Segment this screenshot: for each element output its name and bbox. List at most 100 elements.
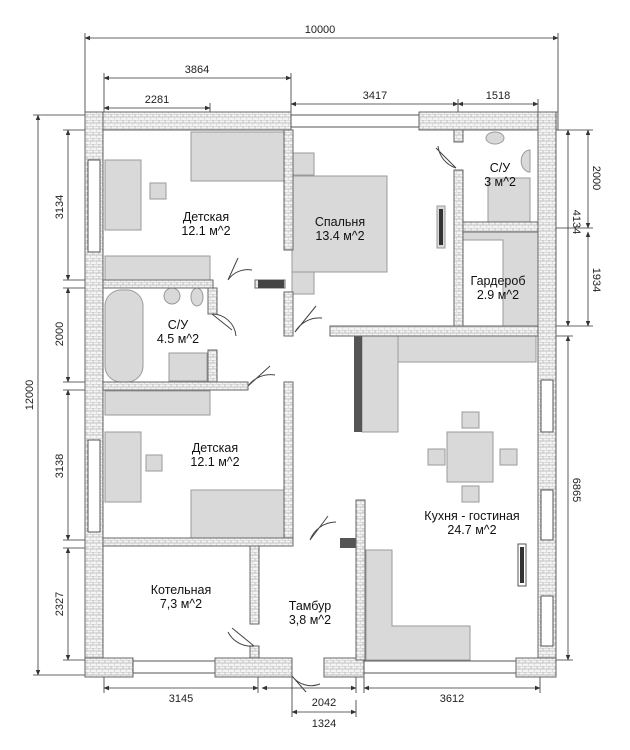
dim-bottom-1324: 1324: [312, 718, 336, 730]
stair-strip: [258, 280, 284, 288]
dimension-lines: [33, 33, 593, 717]
dim-left-2000: 2000: [54, 322, 66, 346]
door-bathsmall-swing: [435, 145, 457, 169]
kitchen-counter: [361, 335, 399, 433]
room-area-wardrobe: 2.9 м^2: [477, 288, 519, 302]
wall-bottom-left: [84, 657, 134, 678]
wall-bottom-mid: [214, 657, 293, 678]
dim-top-1518: 1518: [486, 90, 510, 102]
chair: [461, 485, 480, 503]
window-bottom-2: [363, 660, 517, 674]
walls: [84, 111, 559, 678]
dining-table: [446, 431, 494, 483]
wall-kids1-bottom: [102, 279, 214, 289]
dim-left-3134: 3134: [54, 195, 66, 219]
room-area-kids1: 12.1 м^2: [181, 224, 230, 238]
bed: [291, 175, 388, 273]
dim-bottom-3145: 3145: [169, 693, 193, 705]
room-name-bathsmall: С/У: [490, 161, 511, 175]
wall-kids2-bottom: [102, 537, 294, 547]
dim-left-3138: 3138: [54, 454, 66, 478]
nightstand: [291, 271, 315, 295]
room-name-kitchen: Кухня - гостиная: [424, 509, 519, 523]
window-right-2: [540, 489, 554, 541]
wall-boiler-right-low: [249, 645, 260, 659]
dim-total-height: 12000: [24, 380, 36, 411]
sink: [520, 149, 531, 173]
room-name-vestibule: Тамбур: [289, 599, 331, 613]
room-name-kids2: Детская: [192, 441, 238, 455]
dim-right-2000: 2000: [590, 166, 602, 190]
room-labels: Детская 12.1 м^2 Спальня 13.4 м^2 С/У 3 …: [151, 161, 526, 627]
wall-bottom-entry: [323, 657, 365, 678]
sink: [163, 287, 181, 305]
nightstand: [291, 152, 315, 176]
dim-left-2327: 2327: [54, 592, 66, 616]
window-top: [290, 114, 420, 128]
radiator-inner: [520, 547, 524, 583]
room-area-vestibule: 3,8 м^2: [289, 613, 331, 627]
stove-strip: [354, 336, 362, 432]
wall-boiler-right: [249, 545, 260, 625]
wall-bedroom-left-low: [283, 291, 294, 337]
dim-top-3864: 3864: [185, 64, 209, 76]
dim-top-2281: 2281: [145, 94, 169, 106]
chair: [427, 448, 446, 466]
door-kids1-swing: [227, 257, 253, 281]
door-entry-swing: [291, 675, 321, 693]
chair: [499, 448, 518, 466]
washing-machine: [168, 352, 208, 382]
dim-right-4134: 4134: [570, 210, 582, 234]
dim-top-3417: 3417: [363, 90, 387, 102]
room-name-bath: С/У: [168, 318, 189, 332]
wall-vestibule-right: [355, 499, 366, 661]
room-area-kitchen: 24.7 м^2: [447, 523, 496, 537]
wall-bathsmall-left: [453, 169, 464, 327]
room-name-bedroom: Спальня: [315, 215, 365, 229]
bed: [190, 489, 286, 539]
window-right-3: [540, 595, 554, 647]
wall-bedroom-left: [283, 129, 294, 251]
sofa: [365, 549, 471, 661]
chair: [149, 182, 167, 200]
room-name-boiler: Котельная: [151, 583, 212, 597]
bathtub: [104, 289, 144, 383]
door-bedroom-swing: [294, 305, 323, 333]
dimension-labels: 10000 3864 2281 3417 1518 12000 3134 200…: [24, 24, 602, 730]
desk: [104, 255, 211, 281]
door-kids2-swing: [247, 365, 276, 387]
dim-bottom-3612: 3612: [440, 693, 464, 705]
doors: [211, 145, 457, 693]
door-bath-swing: [211, 313, 237, 337]
toilet: [190, 287, 204, 307]
wardrobe-cabinet: [104, 431, 142, 503]
door-boiler-swing: [227, 627, 255, 647]
room-area-kids2: 12.1 м^2: [190, 455, 239, 469]
window-left-1: [87, 159, 101, 253]
wall-bathsmall-bottom: [462, 221, 539, 233]
room-area-bathsmall: 3 м^2: [484, 175, 516, 189]
chair: [145, 454, 163, 472]
window-left-2: [87, 439, 101, 533]
dim-total-width: 10000: [305, 24, 336, 36]
shower-tray: [487, 177, 531, 223]
radiator-inner: [439, 209, 443, 245]
room-area-boiler: 7,3 м^2: [160, 597, 202, 611]
vestibule-fixture: [340, 538, 356, 548]
dim-bottom-2042: 2042: [312, 697, 336, 709]
room-area-bath: 4.5 м^2: [157, 332, 199, 346]
wall-bath-right: [207, 287, 218, 315]
wall-bath-bottom: [102, 381, 249, 391]
wall-top-left: [84, 111, 292, 131]
dim-right-1934: 1934: [590, 268, 602, 292]
window-bottom-1: [132, 660, 216, 674]
wall-bedroom-bottom: [329, 325, 539, 337]
wall-bathsmall-top: [453, 129, 464, 143]
wardrobe-cabinet: [104, 159, 142, 231]
bed: [190, 131, 286, 182]
door-kitchen-swing: [309, 515, 337, 541]
wall-bath-right-low: [207, 349, 218, 383]
chair: [461, 411, 480, 429]
furniture: [104, 131, 539, 661]
